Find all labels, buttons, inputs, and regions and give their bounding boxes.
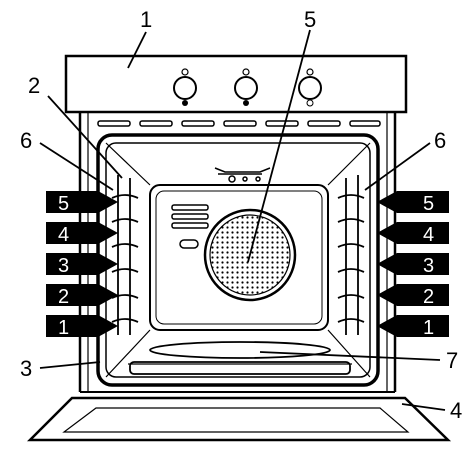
shelf-level-label-right: 5	[423, 193, 434, 215]
control-panel	[64, 54, 408, 114]
oven-body	[78, 112, 397, 392]
shelf-level-marker-left: 4	[46, 222, 118, 246]
shelf-level-marker-left: 1	[46, 315, 118, 339]
callout-shelf-support-right: 6	[434, 128, 446, 153]
shelf-levels-right: 5 4 3 2 1	[377, 191, 449, 339]
grease-tray	[128, 341, 352, 375]
grill-element	[214, 167, 271, 183]
rear-wall-vents	[171, 204, 209, 249]
callout-grill-element: 2	[28, 73, 40, 98]
shelf-level-label-right: 4	[423, 224, 434, 246]
shelf-level-label-right: 1	[423, 317, 434, 339]
shelf-level-marker-right: 3	[377, 253, 449, 277]
shelf-level-marker-right: 5	[377, 191, 449, 215]
shelf-level-marker-left: 5	[46, 191, 118, 215]
shelf-level-label-right: 3	[423, 255, 434, 277]
control-knob-middle	[234, 68, 258, 106]
shelf-level-marker-right: 1	[377, 315, 449, 339]
shelf-level-marker-left: 2	[46, 284, 118, 308]
callout-oven-lamp: 3	[20, 356, 32, 381]
shelf-level-label-left: 5	[58, 193, 69, 215]
shelf-level-marker-right: 4	[377, 222, 449, 246]
control-knob-right	[298, 68, 322, 107]
callout-grease-tray: 7	[446, 348, 458, 373]
shelf-level-label-right: 2	[423, 286, 434, 308]
shelf-levels-left: 5 4 3 2 1	[46, 191, 118, 339]
shelf-level-label-left: 1	[58, 317, 69, 339]
shelf-level-label-left: 2	[58, 286, 69, 308]
shelf-level-label-left: 3	[58, 255, 69, 277]
leader-lines	[39, 29, 446, 411]
callout-door: 4	[450, 398, 462, 423]
vent-slots	[97, 120, 381, 127]
shelf-level-marker-right: 2	[377, 284, 449, 308]
callout-shelf-support-left: 6	[20, 128, 32, 153]
control-knob-left	[173, 68, 197, 106]
shelf-level-marker-left: 3	[46, 253, 118, 277]
shelf-support-left	[111, 175, 139, 335]
callout-control-panel: 1	[140, 7, 152, 32]
shelf-support-right	[337, 175, 365, 335]
callout-fan: 5	[304, 7, 316, 32]
callout-labels: 1 2 6 6 5 3 7 4	[20, 7, 462, 423]
oven-door	[26, 391, 452, 442]
shelf-level-label-left: 4	[58, 224, 69, 246]
